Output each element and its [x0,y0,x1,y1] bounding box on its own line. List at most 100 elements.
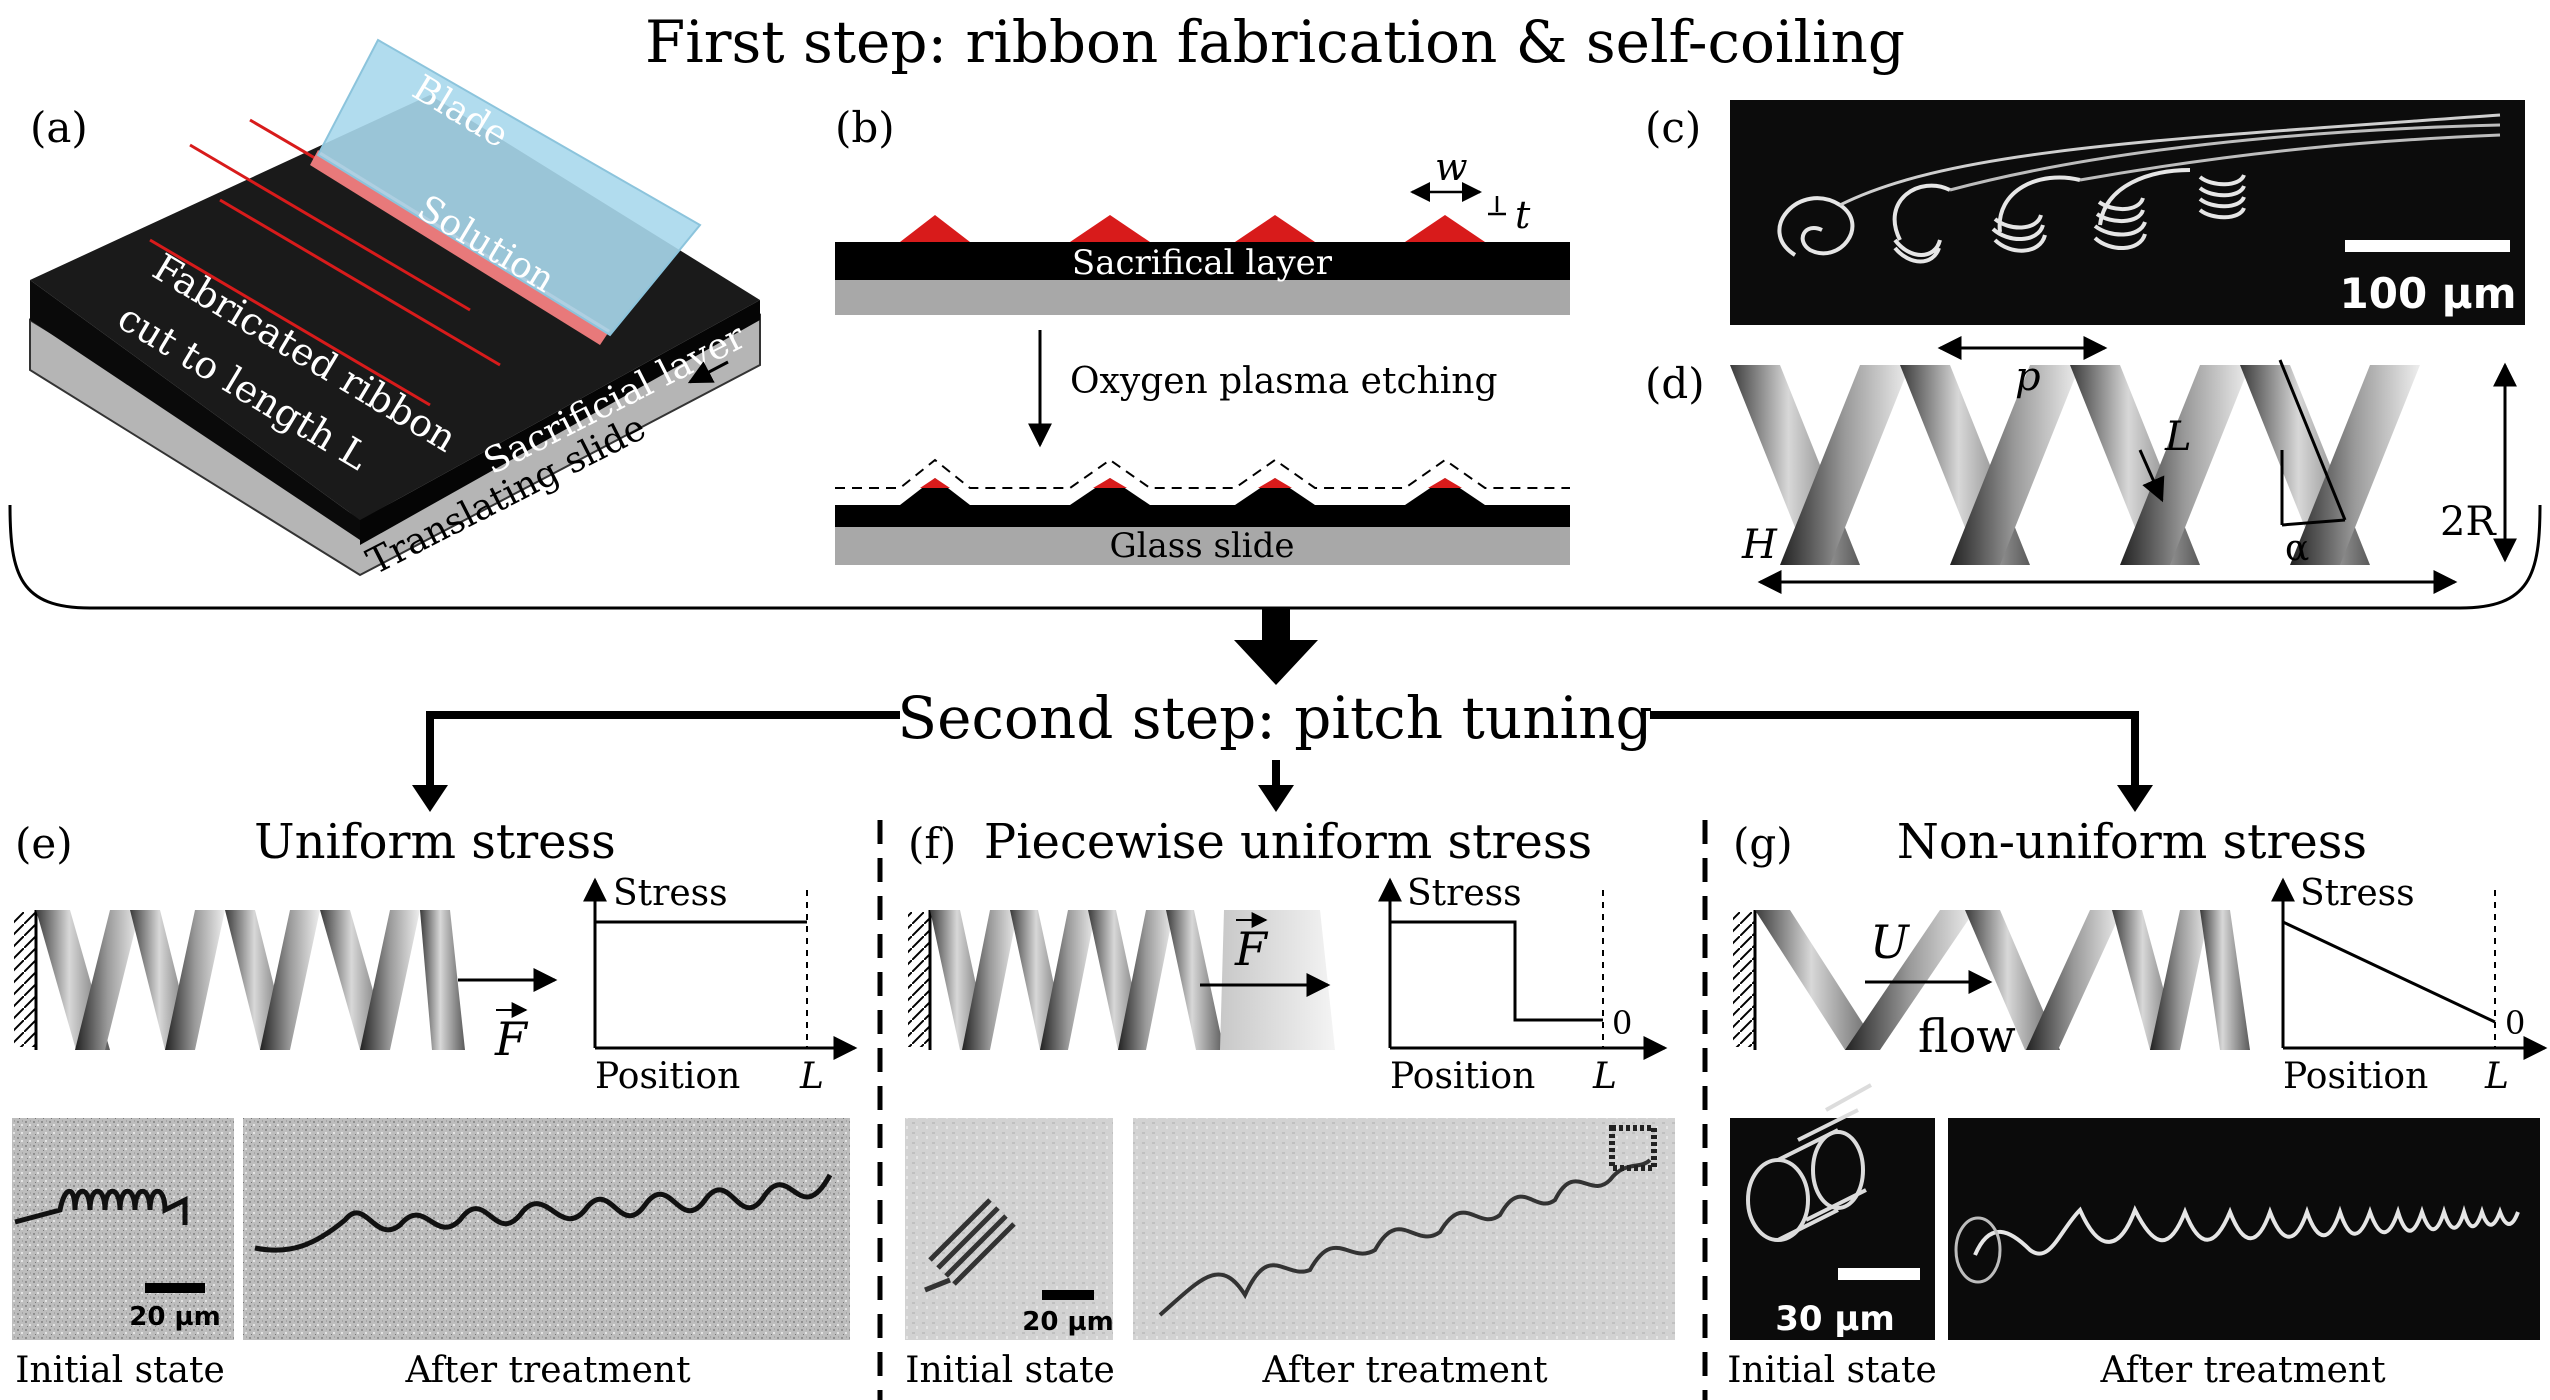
stress-label-f: Stress [1407,873,1522,914]
initial-label-g: Initial state [1727,1350,1937,1391]
layer-side-left [30,280,360,540]
micrograph-e-initial [12,1118,234,1340]
scale-label-g: 30 µm [1775,1299,1895,1339]
scale-bar-c [2345,240,2510,252]
after-label-f: After treatment [1261,1350,1548,1391]
helix-strip [1965,910,2060,1050]
ribbon-line [189,143,471,312]
etched-bump [1070,478,1150,505]
panel-c-label: (c) [1645,103,1701,152]
branch-mid-head [1258,785,1294,812]
after-label-g: After treatment [2099,1350,2386,1391]
wall-f [908,912,930,1047]
down-arrow-main [1234,608,1318,685]
stress-label-g: Stress [2300,873,2415,914]
ribbon-line [219,198,501,367]
helix-strip [962,910,1018,1050]
stack-before: Sacrifical layer [835,215,1570,315]
coil-initial-e [14,1188,188,1225]
helix-f [930,910,1335,1050]
panel-d-label: (d) [1645,359,1705,408]
zero-label-f: 0 [1612,1004,1632,1042]
panel-g-label: (g) [1733,819,1793,868]
etched-bump [900,478,970,505]
scale-bar-g [1838,1268,1920,1280]
helix-strip [420,910,465,1050]
panel-a-label: (a) [30,103,88,152]
sacrificial-layer-b [835,242,1570,280]
panel-e-label: (e) [15,819,73,868]
panel-b-label: (b) [835,103,895,152]
helix-strip [75,910,140,1050]
spring-after-g [1973,1205,2520,1256]
translation-arrow [687,360,729,384]
U-label: U [1870,915,1911,969]
second-step-title: Second step: pitch tuning [897,684,1652,752]
wall-g [1733,912,1755,1047]
scale-label-c: 100 µm [2340,269,2517,318]
ribbon-remnant [1428,478,1462,488]
helix-strip [1950,365,2080,565]
coil-stage-3 [1991,175,2081,253]
helix-strip [1780,365,1910,565]
t-label: t [1515,193,1531,237]
stress-curve-g [2282,920,2496,1024]
ribbon-tail [2079,133,2501,182]
micrograph-c [1730,100,2525,325]
first-step-title: First step: ribbon fabrication & self-co… [645,8,1905,76]
helix-g [1755,910,2250,1050]
glass-slide-top [835,280,1570,315]
helix-strip [1040,910,1096,1050]
solution-strip [310,150,610,345]
helix-strip [1755,910,1880,1050]
ribbon-triangle [1070,215,1150,242]
spring-after-f [1158,1158,1652,1317]
stress-label-e: Stress [613,873,728,914]
L-arrow [2138,449,2165,503]
R-label: 2R [2440,499,2497,545]
blade [316,38,702,337]
coil-turns [1777,1083,1872,1242]
ribbon-triangle [900,215,970,242]
helix-strip [1845,910,1975,1050]
p-label: p [2015,354,2041,400]
alpha-label: α [2285,528,2309,569]
helix-strip [1118,910,1174,1050]
panel-g: (g) Non-uniform stress U flow Stress Pos… [1727,814,2548,1391]
ribbon-tail [1839,113,2501,207]
scale-label-f: 20 µm [1022,1307,1113,1337]
initial-label-f: Initial state [905,1350,1115,1391]
sacrificial-layer-after [835,505,1570,527]
etching-label: Oxygen plasma etching [1070,361,1498,402]
sacrificial-label-b: Sacrifical layer [1072,243,1333,283]
helix-ghost [1220,910,1335,1050]
force-label-f: F [1234,922,1269,976]
coil-stage-4 [2093,168,2191,251]
branch-arrows [412,711,2153,812]
micrograph-g-initial [1730,1118,1935,1340]
ribbon-triangle [1405,215,1485,242]
helix-d [1730,365,2420,565]
helix-e [36,910,465,1050]
alpha-line [2278,359,2347,521]
coil-remnant-g [1954,1216,2002,1284]
glass-label: Glass slide [1109,526,1294,566]
panel-e: (e) Uniform stress F Stress Position L [12,814,858,1391]
position-label-g: Position [2283,1056,2428,1097]
w-label: w [1435,145,1468,189]
after-label-e: After treatment [404,1350,691,1391]
panel-e-title: Uniform stress [254,814,616,870]
stack-after: Glass slide [835,458,1570,566]
coil-sequence [1777,113,2501,264]
coil-stage-5 [2198,173,2246,220]
scale-label-e: 20 µm [129,1302,220,1332]
panel-f-title: Piecewise uniform stress [984,814,1592,870]
helix-strip [2026,910,2122,1050]
panel-a: (a) Blade Solution Fabricated ribbon cut… [29,38,761,583]
L-label-e: L [799,1056,824,1097]
ribbon-remnant [1258,478,1292,488]
tight-coil-f [1609,1125,1657,1171]
ribbon-triangle [1235,215,1315,242]
helix-strip [2150,910,2210,1050]
